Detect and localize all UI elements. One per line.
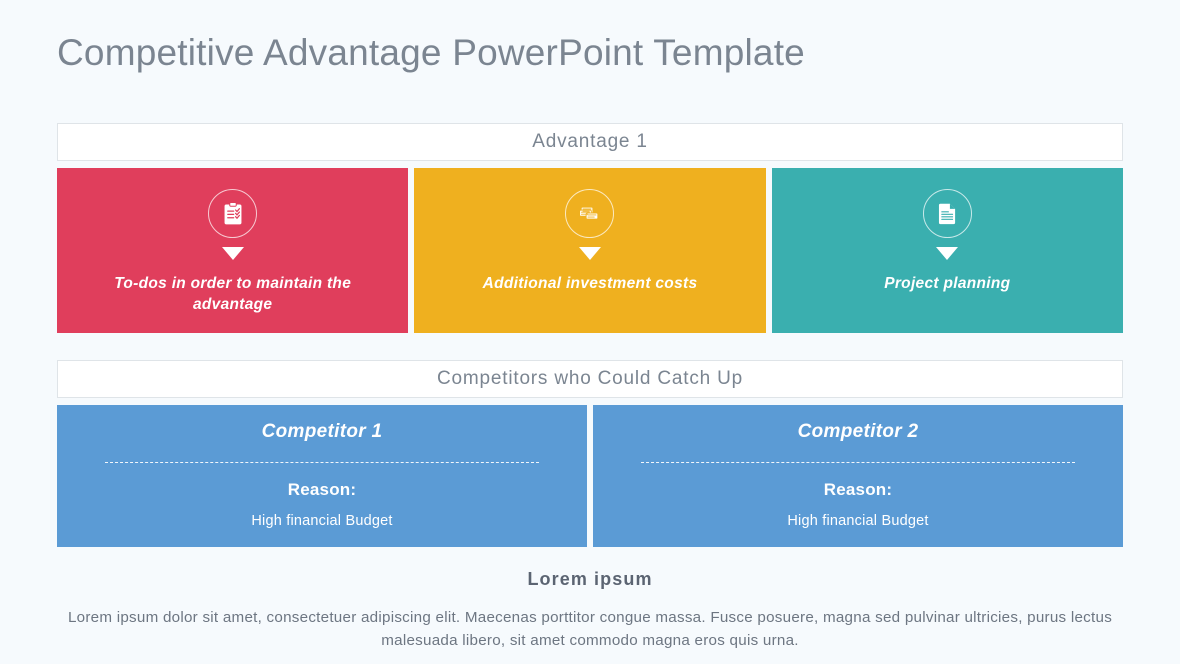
footer-body: Lorem ipsum dolor sit amet, consectetuer… bbox=[67, 609, 1113, 649]
footer-heading: Lorem ipsum bbox=[527, 569, 653, 590]
card-arrow-icon bbox=[578, 247, 601, 261]
advantage-card-label: To-dos in order to maintain the advantag… bbox=[114, 275, 352, 313]
competitors-section-bar[interactable]: Competitors who Could Catch Up bbox=[57, 360, 1123, 399]
competitor-reason-label: Reason: bbox=[287, 480, 357, 500]
competitor-divider bbox=[104, 462, 540, 464]
competitors-row: Competitor 1 Reason: High financial Budg… bbox=[57, 405, 1123, 548]
card-arrow-icon bbox=[221, 247, 244, 261]
competitors-section-label: Competitors who Could Catch Up bbox=[437, 368, 743, 390]
advantage-card-label: Project planning bbox=[884, 275, 1011, 293]
advantage-section-label: Advantage 1 bbox=[532, 131, 648, 153]
advantage-cards-row: To-dos in order to maintain the advantag… bbox=[57, 168, 1123, 334]
footer-block: Lorem ipsum Lorem ipsum dolor sit amet, … bbox=[57, 569, 1123, 652]
card-arrow-icon bbox=[936, 247, 959, 261]
competitor-reason-label: Reason: bbox=[823, 480, 893, 500]
competitor-divider bbox=[640, 462, 1076, 464]
page-title: Competitive Advantage PowerPoint Templat… bbox=[57, 32, 805, 73]
advantage-section-bar[interactable]: Advantage 1 bbox=[57, 123, 1123, 162]
competitor-panel-2[interactable]: Competitor 2 Reason: High financial Budg… bbox=[593, 405, 1123, 548]
advantage-card-todos[interactable]: To-dos in order to maintain the advantag… bbox=[57, 168, 409, 334]
advantage-card-investment[interactable]: Additional investment costs bbox=[414, 168, 766, 334]
advantage-card-label: Additional investment costs bbox=[482, 275, 698, 293]
competitor-title: Competitor 1 bbox=[261, 421, 383, 443]
competitor-panel-1[interactable]: Competitor 1 Reason: High financial Budg… bbox=[57, 405, 587, 548]
money-stack-icon bbox=[565, 189, 615, 239]
competitor-reason-value: High financial Budget bbox=[787, 513, 929, 530]
competitor-title: Competitor 2 bbox=[797, 421, 919, 443]
clipboard-checklist-icon bbox=[208, 189, 258, 239]
competitor-reason-value: High financial Budget bbox=[251, 513, 393, 530]
advantage-card-project-planning[interactable]: Project planning bbox=[771, 168, 1123, 334]
document-file-icon bbox=[922, 189, 972, 239]
